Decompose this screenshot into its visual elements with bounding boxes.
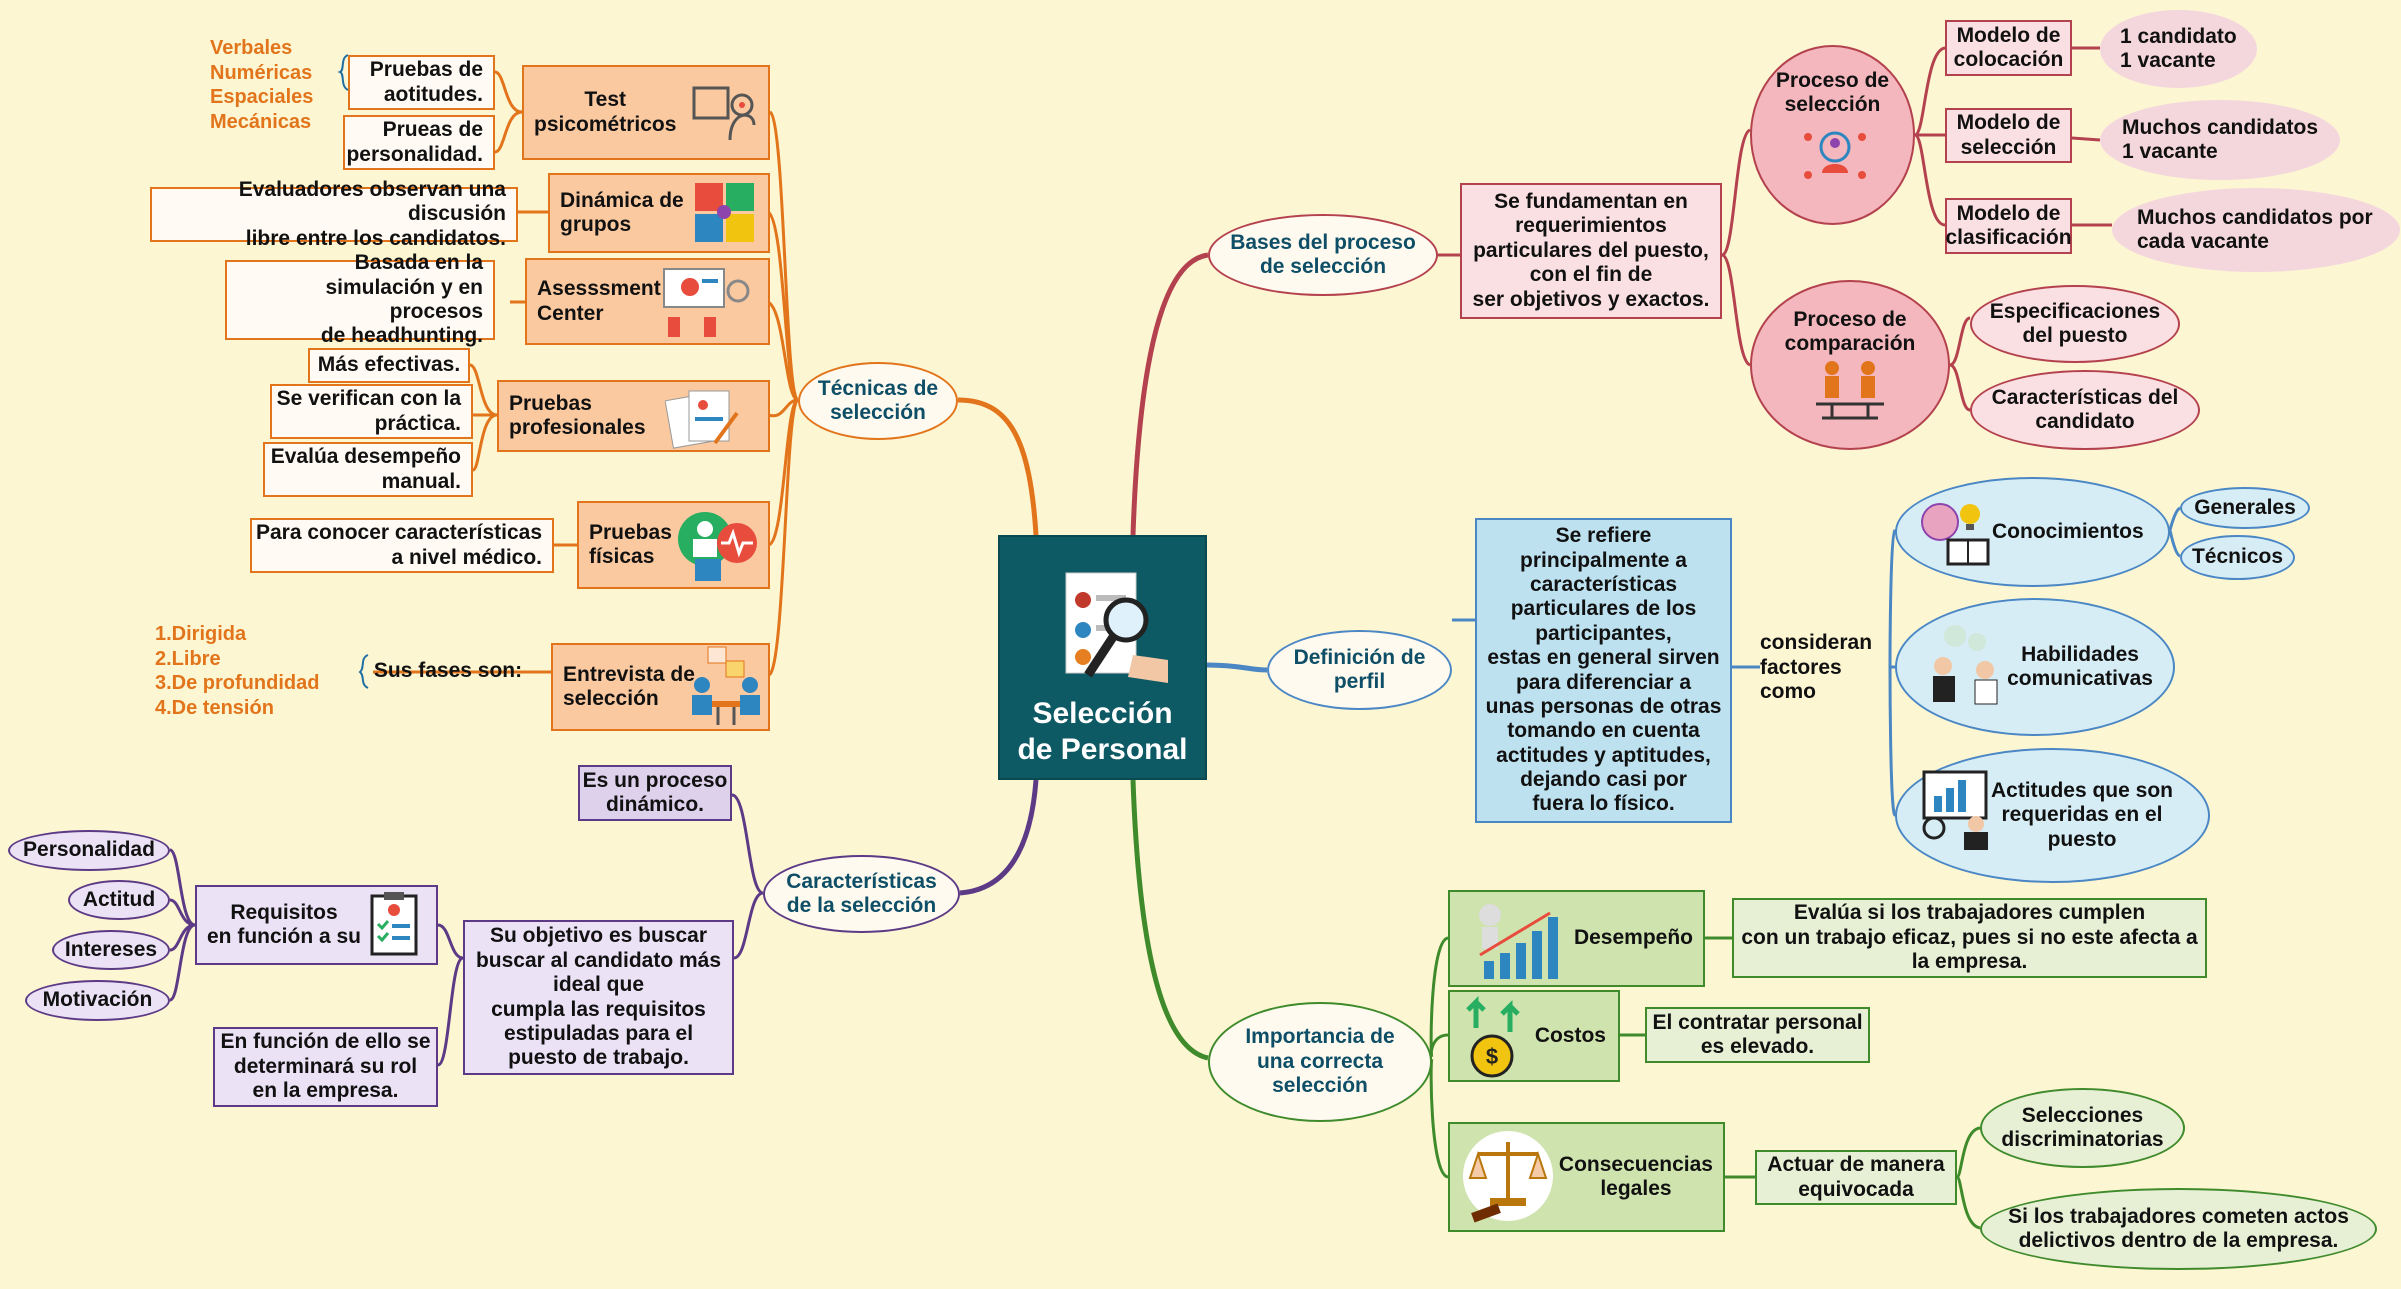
head-chart-icon (692, 86, 756, 141)
costos-label: Costos (1534, 1023, 1606, 1047)
justice-scale-icon (1463, 1131, 1553, 1223)
generales-node[interactable]: Generales (2180, 487, 2310, 529)
brain-book-icon (1921, 503, 1990, 566)
delictivos-node[interactable]: Si los trabajadores cometen actos delict… (1980, 1188, 2377, 1270)
proceso-comparacion-node[interactable]: Proceso de comparación (1750, 280, 1950, 450)
actitud-node[interactable]: Actitud (68, 880, 170, 920)
magnifier-cv-icon (1065, 572, 1168, 683)
medical-icon (678, 512, 757, 581)
dinamica-detail-node[interactable]: Evaluadores observan una discusión libre… (150, 178, 518, 250)
personalidad-node[interactable]: Personalidad (8, 830, 170, 871)
svg-text:$: $ (1486, 1044, 1498, 1069)
requisitos-label: Requisitos en función a su (207, 900, 362, 948)
fisicas-detail-node[interactable]: Para conocer características a nivel méd… (250, 518, 554, 573)
requisitos-node[interactable]: Requisitos en función a su (195, 885, 438, 965)
personalidad-test-node[interactable]: Prueas de personalidad. (343, 115, 495, 170)
consecuencias-label: Consecuencias legales (1558, 1152, 1713, 1200)
perfil-node[interactable]: Definición de perfil (1267, 630, 1452, 710)
modelo-colocacion-node[interactable]: Modelo de colocación (1945, 20, 2072, 76)
assessment-detail-node[interactable]: Basada en la simulación y en procesos de… (225, 251, 495, 347)
interview-icon (692, 646, 760, 725)
consideran-label: consideran factores como (1760, 631, 1873, 704)
desempeno-detail-node[interactable]: Evalúa si los trabajadores cumplen con u… (1732, 898, 2207, 978)
worker-chart-icon (1922, 770, 1988, 850)
actitudes-label: Actitudes que son requeridas en el puest… (1990, 778, 2173, 851)
perfil-descripcion-node[interactable]: Se refiere principalmente a característi… (1475, 518, 1732, 823)
test-label: Test psicométricos (534, 88, 677, 136)
conversation-icon (1933, 625, 1998, 705)
checklist-icon (370, 892, 418, 956)
se-verifican-node[interactable]: Se verifican con la práctica. (270, 384, 473, 439)
bases-node[interactable]: Bases del proceso de selección (1208, 214, 1438, 296)
evalua-desempeno-node[interactable]: Evalúa desempeño manual. (263, 442, 473, 497)
puzzle-icon (695, 183, 754, 242)
clasificacion-desc-node[interactable]: Muchos candidatos por cada vacante (2112, 188, 2400, 272)
growth-chart-icon (1479, 904, 1558, 979)
conocimientos-label: Conocimientos (1992, 519, 2144, 543)
fases-label: Sus fases son: (373, 658, 523, 682)
seleccion-desc-node[interactable]: Muchos candidatos 1 vacante (2100, 100, 2340, 180)
test-psicometricos-node[interactable]: Test psicométricos (522, 65, 770, 160)
presentation-icon (663, 268, 750, 337)
aptitudes-node[interactable]: Pruebas de aotitudes. (348, 55, 495, 110)
costos-detail-node[interactable]: El contratar personal es elevado. (1645, 1007, 1870, 1063)
tecnicas-node[interactable]: Técnicas de selección (798, 362, 958, 440)
desempeno-label: Desempeño (1573, 926, 1693, 950)
comparison-icon (1816, 361, 1884, 420)
habilidades-node[interactable]: Habilidades comunicativas (1895, 598, 2175, 736)
fundamento-node[interactable]: Se fundamentan en requerimientos particu… (1460, 183, 1722, 319)
modelo-clasificacion-node[interactable]: Modelo de clasificación (1945, 198, 2072, 254)
tecnicos-node[interactable]: Técnicos (2180, 535, 2295, 580)
caracteristicas-candidato-node[interactable]: Características del candidato (1970, 370, 2200, 450)
colocacion-desc-node[interactable]: 1 candidato 1 vacante (2100, 10, 2257, 88)
mas-efectivas-node[interactable]: Más efectivas. (308, 348, 470, 383)
actuar-node[interactable]: Actuar de manera equivocada (1755, 1150, 1957, 1205)
intereses-node[interactable]: Intereses (52, 930, 170, 970)
proceso-dinamico-node[interactable]: Es un proceso dinámico. (578, 765, 732, 821)
central-title: Selección de Personal (1017, 697, 1188, 766)
importancia-node[interactable]: Importancia de una correcta selección (1208, 1002, 1432, 1122)
objetivo-node[interactable]: Su objetivo es buscar buscar al candidat… (463, 920, 734, 1075)
modelo-seleccion-node[interactable]: Modelo de selección (1945, 108, 2072, 163)
proceso-seleccion-label: Proceso de selección (1775, 69, 1890, 117)
assessment-center-node[interactable]: Asesssment Center (525, 258, 770, 345)
candidate-network-icon (1804, 131, 1866, 179)
proceso-seleccion-node[interactable]: Proceso de selección (1750, 45, 1915, 225)
discriminatorias-node[interactable]: Selecciones discriminatorias (1980, 1088, 2185, 1168)
coin-arrows-icon: $ (1466, 995, 1520, 1078)
test-kinds-list: Verbales Numéricas Espaciales Mecánicas (210, 37, 314, 133)
especificaciones-node[interactable]: Especificaciones del puesto (1970, 285, 2180, 363)
rol-node[interactable]: En función de ello se determinará su rol… (213, 1027, 438, 1107)
fases-list: 1.Dirigida 2.Libre 3.De profundidad 4.De… (155, 623, 320, 719)
motivacion-node[interactable]: Motivación (25, 980, 170, 1021)
proceso-comparacion-label: Proceso de comparación (1784, 308, 1916, 356)
caracteristicas-node[interactable]: Características de la selección (763, 855, 960, 933)
documents-icon (665, 390, 739, 449)
habilidades-label: Habilidades comunicativas (2007, 642, 2153, 690)
